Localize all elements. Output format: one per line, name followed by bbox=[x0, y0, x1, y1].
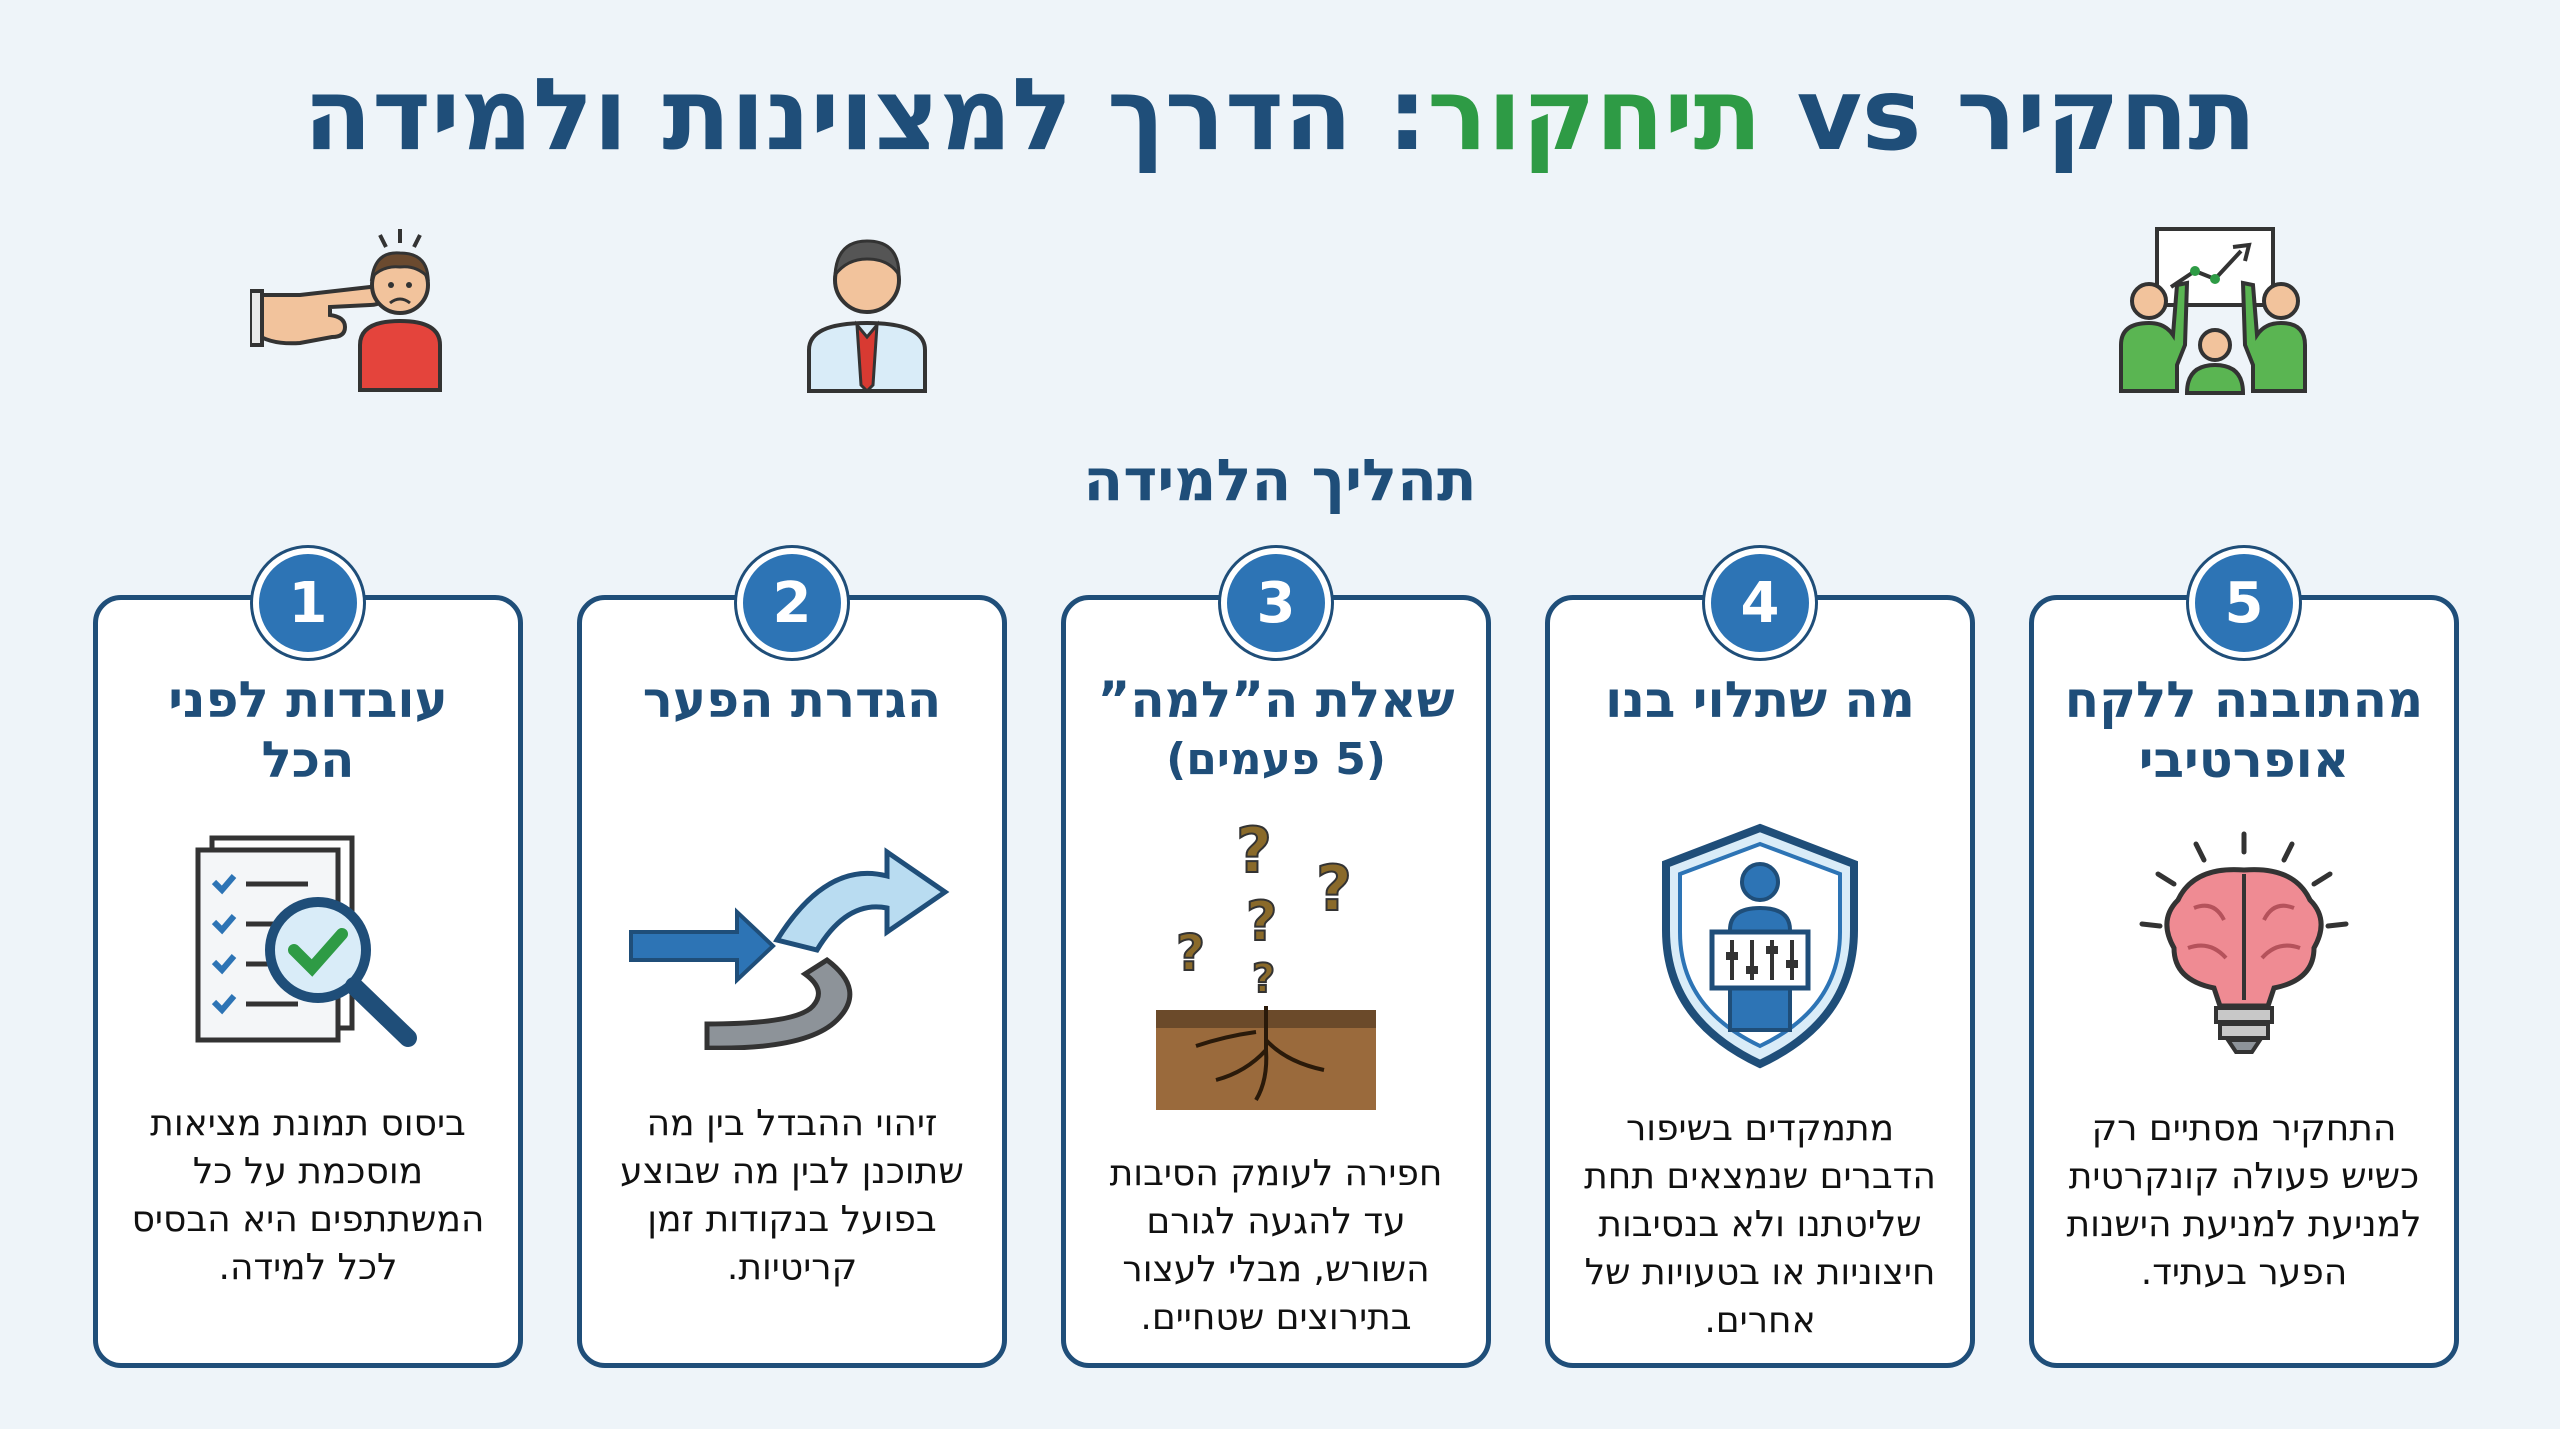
svg-text:?: ? bbox=[1246, 890, 1277, 953]
step-card-4: 4 מה שתלוי בנו מתמקדים בשיפור הדברים שנמ… bbox=[1545, 548, 1975, 1368]
process-subtitle: תהליך הלמידה bbox=[1083, 446, 1477, 514]
brain-bulb-icon bbox=[2134, 830, 2354, 1064]
title-part1: תחקיר bbox=[1956, 56, 2257, 173]
step-number-badge: 5 bbox=[2189, 548, 2299, 658]
step-number-badge: 2 bbox=[737, 548, 847, 658]
step-title: מה שתלוי בנו bbox=[1605, 671, 1915, 729]
path-deviation-icon bbox=[627, 820, 957, 1054]
title-part2: תיחקור bbox=[1427, 56, 1762, 173]
step-number-badge: 1 bbox=[253, 548, 363, 658]
svg-text:?: ? bbox=[1316, 852, 1352, 925]
step-card-3: 3 שאלת ה”למה”(5 פעמים) ? ? ? ? ? חפירה ל… bbox=[1061, 548, 1491, 1368]
checklist-magnifier-icon bbox=[188, 820, 428, 1054]
page-title: תחקיר vs תיחקור: הדרך למצוינות ולמידה bbox=[0, 40, 2560, 190]
step-description: ביסוס תמונת מציאות מוסכמת על כל המשתתפים… bbox=[131, 1103, 485, 1288]
step-description: התחקיר מסתיים רק כשיש פעולה קונקרטית למנ… bbox=[2066, 1108, 2422, 1293]
step-title: שאלת ה”למה”(5 פעמים) bbox=[1097, 671, 1455, 785]
step-card-5: 5 מהתובנה ללקח אופרטיבי התחקיר מסתיים רק… bbox=[2029, 548, 2459, 1368]
step-title: הגדרת הפער bbox=[642, 671, 942, 729]
blaming-person-icon bbox=[248, 225, 450, 399]
shield-control-icon bbox=[1650, 820, 1870, 1074]
step-number-badge: 4 bbox=[1705, 548, 1815, 658]
title-part3: : הדרך למצוינות ולמידה bbox=[303, 56, 1428, 173]
step-number-badge: 3 bbox=[1221, 548, 1331, 658]
employee-icon bbox=[805, 225, 930, 399]
step-description: חפירה לעומק הסיבות עד להגעה לגורם השורש,… bbox=[1109, 1153, 1443, 1338]
step-title: עובדות לפני הכל bbox=[168, 671, 448, 789]
svg-text:?: ? bbox=[1252, 956, 1275, 1002]
step-title: מהתובנה ללקח אופרטיבי bbox=[2064, 671, 2424, 789]
step-card-2: 2 הגדרת הפער זיהוי ההבדל בין מה שתוכנן ל… bbox=[577, 548, 1007, 1368]
step-description: זיהוי ההבדל בין מה שתוכנן לבין מה שבוצע … bbox=[620, 1103, 964, 1288]
svg-text:?: ? bbox=[1176, 924, 1205, 982]
root-questions-icon: ? ? ? ? ? bbox=[1156, 810, 1396, 1114]
team-celebration-icon bbox=[2115, 225, 2310, 399]
step-card-1: 1 עובדות לפני הכל ביסוס תמונת מציאות מוס… bbox=[93, 548, 523, 1368]
step-description: מתמקדים בשיפור הדברים שנמצאים תחת שליטתנ… bbox=[1584, 1108, 1936, 1341]
title-vs: vs bbox=[1796, 56, 1922, 173]
svg-text:?: ? bbox=[1236, 814, 1272, 887]
